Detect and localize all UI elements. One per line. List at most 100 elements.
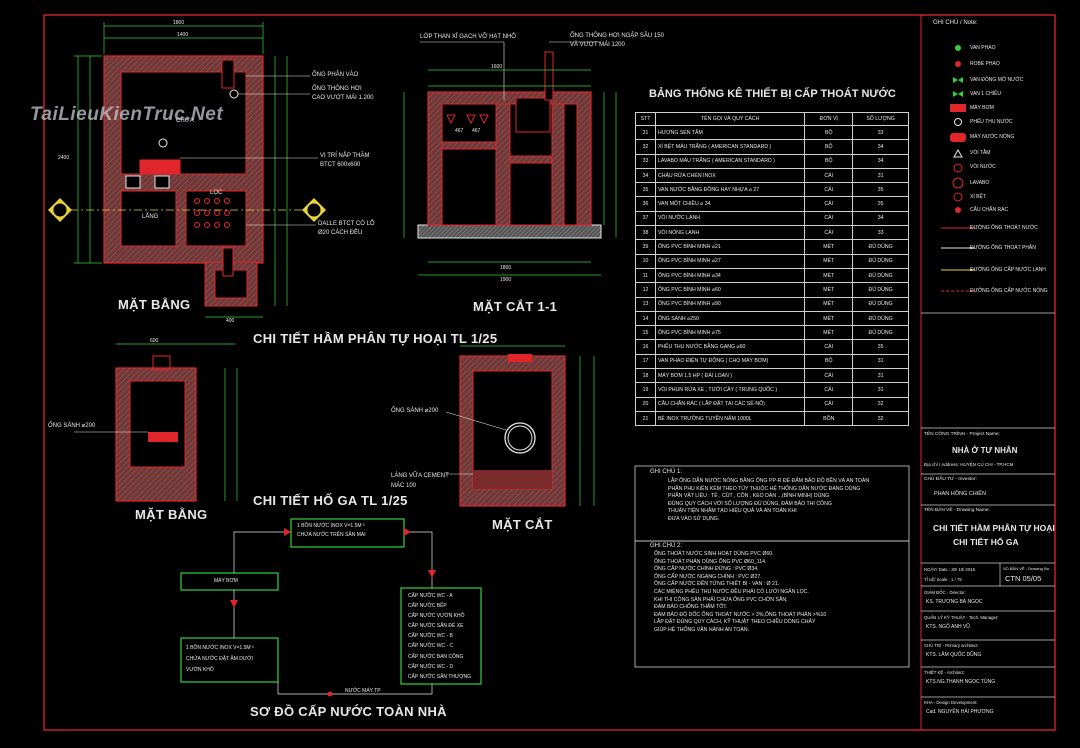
supply-item: CẤP NƯỚC WC - C [408, 643, 454, 650]
cell-stt: 14 [635, 310, 656, 327]
cell-stt: 18 [635, 368, 656, 384]
legend-item: ĐƯỜNG ỐNG CẤP NƯỚC NÓNG [970, 288, 1048, 294]
legend-item: ROBE PHAO [970, 61, 1000, 67]
label-ong-thong-hoi: ỐNG THÔNG HƠI [312, 86, 362, 92]
cell-stt: 19 [635, 382, 656, 398]
notes2-body: ỐNG THOÁT NƯỚC SINH HOẠT DÙNG PVC Ø60.ỐN… [654, 551, 826, 635]
cell-stt: 11 [635, 267, 656, 284]
ga-plan [74, 343, 238, 502]
tb-role-label: CHỦ TRÌ - Primary architect: [924, 643, 979, 648]
cell-qty: 34 [852, 210, 909, 227]
ga-section-title: MẶT CẮT [492, 517, 553, 532]
notes1-body: LẮP ỐNG DẪN NƯỚC NÓNG BẰNG ỐNG PP-R ĐỂ Đ… [668, 478, 869, 524]
notes2-title: GHI CHÚ 2: [650, 543, 683, 549]
cell-qty: ĐỦ DÙNG [852, 239, 909, 255]
legend-item: LAVABO [970, 180, 990, 186]
notes2-frame [634, 540, 910, 668]
section-dim-467a: 467 [455, 128, 464, 134]
cell-unit: CÁI [804, 210, 854, 227]
cell-stt: 35 [635, 182, 656, 198]
tb-scale: TỈ LỆ/ Scale : 1 / 75 [924, 577, 962, 582]
tb-project-label: TÊN CÔNG TRÌNH - Project Name: [924, 432, 1000, 437]
ga-section-lang-vua: LÁNG VỮA CEMENT [391, 473, 449, 479]
cell-unit: CÁI [804, 225, 854, 241]
cell-unit: BỘ [804, 139, 854, 155]
cell-name: ỐNG PVC BÌNH MINH ⌀21 [654, 239, 806, 255]
legend-item: PHỄU THU NƯỚC [970, 119, 1013, 125]
note-line: GIÚP HỆ THỐNG VẬN HÀNH AN TOÀN. [654, 626, 750, 633]
cell-qty: 35 [852, 196, 909, 212]
tb-role-label: GIÁM ĐỐC - Director: [924, 590, 966, 595]
table-title: BẢNG THỐNG KÊ THIẾT BỊ CẤP THOÁT NƯỚC [649, 88, 896, 100]
tb-role-name: Cad. NGUYỄN HẢI PHƯƠNG [926, 709, 994, 715]
tb-investor: PHAN HỒNG CHIẾN [934, 491, 986, 497]
cell-qty: ĐỦ DÙNG [852, 310, 909, 327]
cell-name: LAVABO MÀU TRẮNG ( AMERICAN STANDARD ) [654, 153, 806, 169]
cell-unit: MÉT [804, 282, 854, 298]
label-dalle: DALLE BTCT CÓ LỖ [318, 221, 375, 227]
cell-qty: ĐỦ DÙNG [852, 325, 909, 341]
tb-project: NHÀ Ở TƯ NHÂN [952, 446, 1018, 455]
tb-sheet-label: SỐ BẢN VẼ - Drawing No. [1003, 566, 1051, 571]
cell-unit: MÉT [804, 267, 854, 284]
cell-name: ỐNG PVC BÌNH MINH ⌀34 [654, 267, 806, 284]
cell-name: ỐNG SÀNH ⌀250 [654, 310, 806, 327]
legend-item: MÁY BƠM [970, 105, 994, 111]
cell-unit: CÁI [804, 167, 854, 184]
septic-plan [48, 22, 326, 318]
cell-qty: ĐỦ DÙNG [852, 296, 909, 312]
note-line: CÁC MIỆNG PHỄU THU NƯỚC ĐỀU PHẢI CÓ LƯỚI… [654, 588, 809, 595]
tank-bottom-line2: CHỨA NƯỚC ĐẶT ÂM DƯỚI [186, 656, 253, 662]
cell-unit: CÁI [804, 396, 854, 412]
cell-stt: 10 [635, 253, 656, 269]
plan-title: MẶT BẰNG [118, 297, 191, 312]
legend-item: VÒI NƯỚC [970, 164, 996, 170]
th-stt: STT [635, 112, 656, 126]
cell-unit: CÁI [804, 339, 854, 355]
cell-name: ỐNG PVC BÌNH MINH ⌀27 [654, 253, 806, 269]
tb-address: Địa chỉ / Address: HUYỆN CỦ CHI - TP.HCM [924, 462, 1014, 467]
tank-bottom-line1: 1 BỒN NƯỚC INOX V=1.5M ³ [186, 645, 254, 651]
cell-unit: CÁI [804, 196, 854, 212]
legend-symbols [941, 45, 975, 292]
note-line: ỐNG CẤP NƯỚC NGANG CHÍNH : PVC Ø27. [654, 573, 762, 580]
supply-item: CẤP NƯỚC WC - A [408, 593, 453, 599]
cell-qty: 31 [852, 167, 909, 184]
cell-stt: 33 [635, 153, 656, 169]
legend-item: VAN ĐÓNG MỞ NƯỚC [970, 77, 1024, 83]
label-d20: Ø20 CÁCH ĐỀU [318, 230, 363, 236]
ga-plan-dim: 600 [150, 338, 159, 344]
section-dim-top: 1600 [491, 64, 503, 70]
tb-role-name: KTS. NGÔ ANH VŨ [926, 624, 970, 630]
tb-drawing-line1: CHI TIẾT HẦM PHÂN TỰ HOẠI [933, 523, 1055, 533]
note-line: ĐẢM BẢO ĐỘ DỐC ỐNG THOÁT NƯỚC > 3%,ỐNG T… [654, 611, 827, 618]
tb-role-name: KS. TRƯƠNG BÁ NGỌC [926, 599, 983, 605]
section-marker-left: 1 [57, 204, 63, 214]
cell-qty: 31 [852, 382, 909, 398]
cell-name: ỐNG PVC BÌNH MINH ⌀90 [654, 296, 806, 312]
title-block-lines [921, 312, 1055, 698]
cell-unit: MÉT [804, 325, 854, 341]
cell-name: BỂ INOX TRƯỜNG TUYỀN NĂM 1000L [654, 410, 806, 427]
cell-name: CHẬU RỬA CHÉN INOX [654, 167, 806, 184]
cell-stt: 21 [635, 410, 656, 427]
cell-name: VAN MỘT CHIỀU ⌀ 34 [654, 196, 806, 212]
legend-item: ĐƯỜNG ỐNG CẤP NƯỚC LẠNH [970, 267, 1046, 273]
note-line: THUẬN TIỆN NHẰM TẠO HIỆU QUẢ VÀ AN TOÀN … [668, 508, 797, 515]
supply-item: CẤP NƯỚC BAN CÔNG [408, 653, 464, 660]
cell-qty: 34 [852, 153, 909, 169]
cell-qty: 31 [852, 368, 909, 384]
